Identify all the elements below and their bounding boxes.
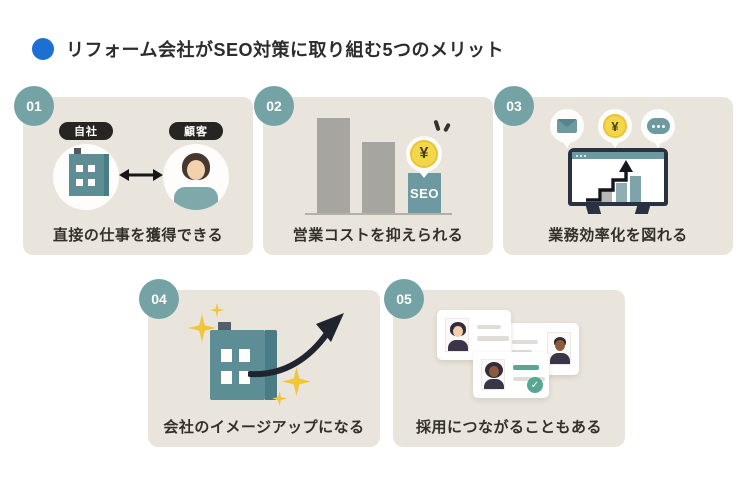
yen-coin-bubble: ¥ [406,136,442,172]
monitor-screen [572,152,664,202]
chat-icon [646,118,670,134]
benefit-card-01: 01 自社 顧客 直接の仕事を獲得できる [14,86,253,255]
card-caption: 採用につながることもある [415,419,602,436]
profile-card-selected: ✓ [473,352,549,398]
screen-bar-small [602,190,612,202]
customer-person-icon [163,144,229,210]
applicant-photo [445,318,469,352]
card-number-badge: 01 [14,86,54,126]
customer-label: 顧客 [169,122,223,140]
yen-coin-icon: ¥ [603,114,627,138]
company-label: 自社 [59,122,113,140]
card-number-badge: 02 [254,86,294,126]
monitor-foot [634,206,651,214]
company-building-icon [210,322,277,400]
card-number-badge: 03 [494,86,534,126]
company-building-icon [69,148,109,196]
card-caption: 業務効率化を図れる [548,227,688,244]
card-number-badge: 04 [139,279,179,319]
screen-bar-tall [630,176,641,202]
seo-bar-label: SEO [410,185,439,201]
benefit-card-02: 02 SEO ¥ 営業コストを抑えられる [254,86,493,255]
growth-stairs-arrow-icon [586,160,633,202]
sparkle-burst-icon [433,119,441,132]
card-number-badge: 05 [384,279,424,319]
bubble-tail [610,140,620,148]
card-caption: 営業コストを抑えられる [292,227,464,244]
coin-bubble-tail [417,169,431,178]
mail-bubble [550,109,584,143]
bubble-tail [653,140,663,148]
benefit-card-04: 04 会社のイメージアップになる [139,279,380,447]
chart-baseline [305,213,452,215]
screen-bar-mid [616,183,627,202]
mail-icon [557,119,577,133]
monitor-foot [585,206,602,214]
page-header: リフォーム会社がSEO対策に取り組む5つのメリット [32,36,504,62]
benefit-card-05: 05 ✓ 採用につながることもある [384,279,625,447]
double-arrow-icon [119,169,163,181]
growth-arrow-icon [248,313,344,378]
chat-bubble [641,109,675,143]
sparkle-burst-icon [443,122,451,133]
applicant-photo [547,332,571,365]
monitor-icon [568,148,668,206]
page-title: リフォーム会社がSEO対策に取り組む5つのメリット [66,40,504,60]
benefit-card-03: 03 ¥ 業務効率化を図れる [494,86,733,255]
yen-coin-icon: ¥ [410,140,438,168]
sparkle-icon [210,303,224,317]
card-caption: 会社のイメージアップになる [163,419,365,436]
seo-bar: SEO [408,173,441,213]
browser-header [572,152,664,159]
check-icon: ✓ [527,377,543,393]
applicant-photo [481,359,505,390]
profile-card [437,310,511,360]
money-bubble: ¥ [598,109,632,143]
title-bullet-icon [32,38,54,60]
card-caption: 直接の仕事を獲得できる [52,227,224,244]
chart-bar-high [317,118,350,213]
bubble-tail [562,140,572,148]
chart-bar-mid [362,142,395,213]
